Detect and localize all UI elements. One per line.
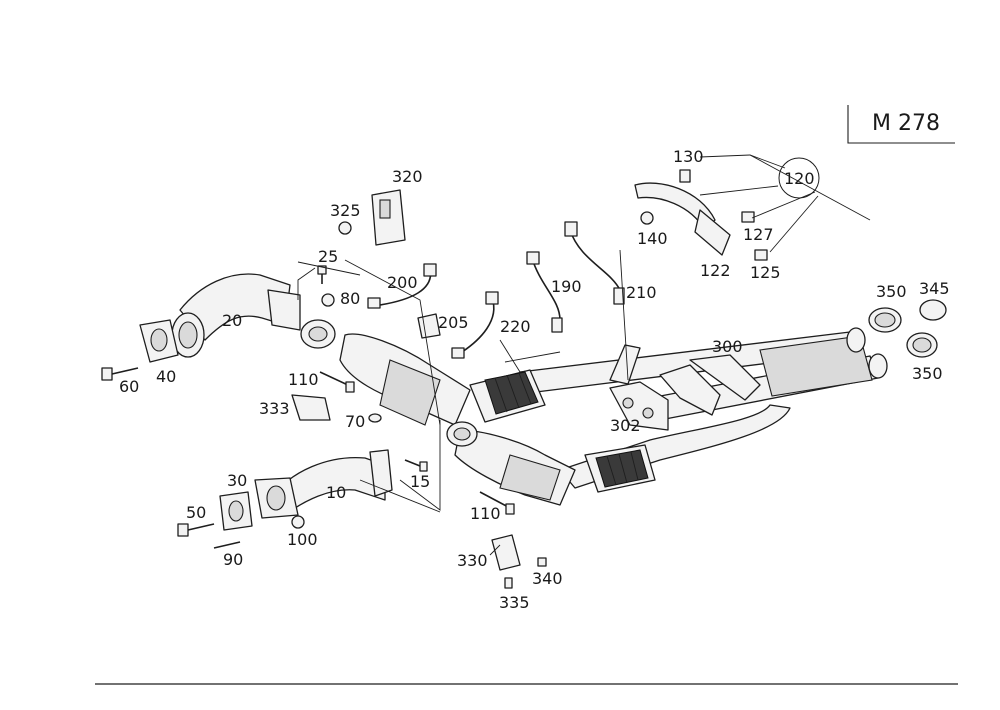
part-label-220: 220 (500, 317, 531, 336)
part-label-110-lower: 110 (470, 504, 501, 523)
part-label-302: 302 (610, 416, 641, 435)
leader-lines (297, 154, 871, 556)
part-label-205: 205 (438, 313, 469, 332)
part-label-110-upper: 110 (288, 370, 319, 389)
nut-100 (291, 515, 305, 529)
catalytic-converter-upper (339, 333, 546, 426)
control-module-320 (371, 189, 406, 246)
part-label-350-lower: 350 (912, 364, 943, 383)
oxygen-sensor-220 (451, 291, 499, 359)
part-label-335: 335 (499, 593, 530, 612)
oxygen-sensor-210 (564, 221, 625, 305)
pipe-hanger-300 (659, 354, 761, 416)
oxygen-sensor-icon (367, 263, 437, 309)
catalytic-converter-icon (584, 444, 656, 493)
part-label-210: 210 (626, 283, 657, 302)
bolt-25 (317, 265, 327, 284)
part-label-130: 130 (673, 147, 704, 166)
pipe-clamp-345 (919, 299, 947, 321)
part-label-90: 90 (223, 550, 243, 569)
bolt-110b (479, 491, 515, 515)
oxygen-sensor-190 (526, 251, 563, 333)
bracket-icon (291, 394, 331, 421)
pipe-clamp-icon (868, 307, 902, 333)
group-circle-120 (778, 157, 820, 199)
part-label-60: 60 (119, 377, 139, 396)
part-label-350-upper: 350 (876, 282, 907, 301)
part-label-20: 20 (222, 311, 242, 330)
bracket-330 (491, 534, 521, 571)
part-label-125: 125 (750, 263, 781, 282)
exhaust-manifold-icon (171, 273, 301, 358)
part-label-345: 345 (919, 279, 950, 298)
part-label-70: 70 (345, 412, 365, 431)
gasket-110-ring (300, 319, 336, 349)
part-number-labels: 320 325 25 200 80 205 220 190 210 130 12… (119, 147, 950, 612)
part-label-300: 300 (712, 337, 743, 356)
part-label-340: 340 (532, 569, 563, 588)
gasket-30 (219, 491, 253, 531)
part-label-127: 127 (743, 225, 774, 244)
part-label-200: 200 (387, 273, 418, 292)
exhaust-manifold-lower (254, 449, 393, 519)
bolt-50 (177, 523, 215, 537)
part-label-10: 10 (326, 483, 346, 502)
gasket-lower-ring (446, 421, 478, 447)
engine-code-box: M 278 (847, 105, 955, 144)
pipe-clamp-350b (906, 332, 938, 358)
part-label-25: 25 (318, 247, 338, 266)
connector-205 (417, 313, 441, 339)
nut-80 (321, 293, 335, 307)
part-label-80: 80 (340, 289, 360, 308)
bolt-325 (338, 221, 352, 235)
part-label-330: 330 (457, 551, 488, 570)
part-label-140: 140 (637, 229, 668, 248)
heat-shield-302 (609, 381, 669, 431)
part-label-30: 30 (227, 471, 247, 490)
part-label-320: 320 (392, 167, 423, 186)
bolt-335 (504, 577, 513, 589)
part-label-122: 122 (700, 261, 731, 280)
part-label-190: 190 (551, 277, 582, 296)
engine-code-label: M 278 (872, 111, 940, 136)
bolt-340 (537, 557, 547, 567)
part-label-50: 50 (186, 503, 206, 522)
bolt-15 (404, 459, 428, 472)
hanger-bracket-120 (634, 169, 768, 261)
bolt-110a (319, 371, 355, 393)
part-label-325: 325 (330, 201, 361, 220)
stud-90 (213, 541, 241, 549)
bolt-icon (101, 367, 139, 381)
catalytic-converter-icon (469, 369, 546, 423)
part-label-333: 333 (259, 399, 290, 418)
washer-70 (368, 413, 382, 423)
gasket-icon (139, 319, 179, 363)
catalytic-converter-lower (454, 429, 656, 506)
part-label-15: 15 (410, 472, 430, 491)
part-label-100: 100 (287, 530, 318, 549)
part-label-120: 120 (784, 169, 815, 188)
part-label-40: 40 (156, 367, 176, 386)
